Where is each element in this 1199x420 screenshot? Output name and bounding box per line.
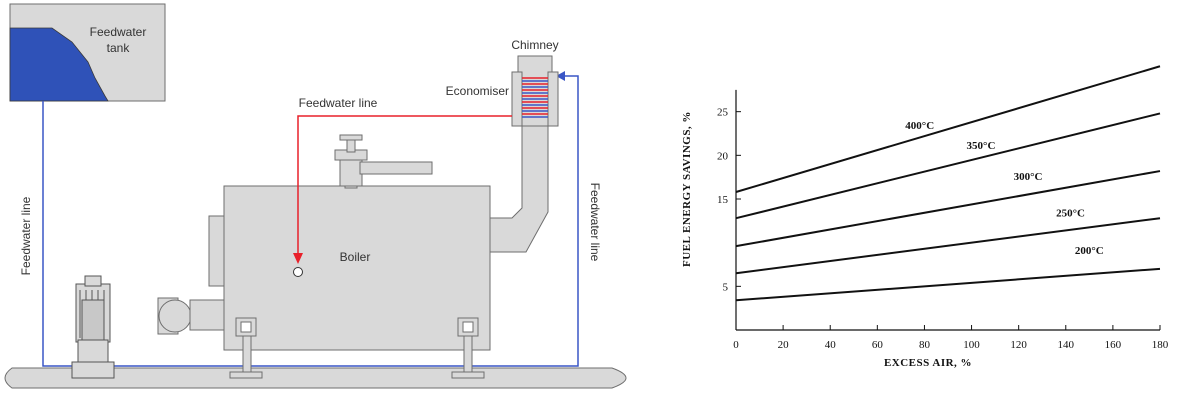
feedwater-inlet-point <box>293 267 303 277</box>
steam-valve <box>334 134 433 189</box>
boiler-schematic: Feedwater tank <box>4 3 627 389</box>
feed-pump <box>71 275 115 379</box>
series-label: 300°C <box>1014 171 1043 183</box>
x-tick-label: 160 <box>1105 339 1122 351</box>
chart-series-labels: 400°C 350°C 300°C 250°C 200°C <box>905 120 1103 257</box>
series-label: 250°C <box>1056 207 1085 219</box>
y-tick-label: 15 <box>717 194 729 206</box>
x-tick-label: 40 <box>825 339 837 351</box>
x-tick-label: 20 <box>778 339 790 351</box>
x-tick-label: 180 <box>1152 339 1169 351</box>
boiler-body <box>157 185 491 379</box>
y-tick-label: 20 <box>717 150 729 162</box>
x-axis-title: EXCESS AIR, % <box>884 357 972 369</box>
series-line <box>735 217 1161 275</box>
feedwater-tank-label-line2: tank <box>107 41 131 55</box>
series-line <box>735 65 1161 193</box>
hot-feedwater-line <box>297 115 512 256</box>
y-tick-label: 25 <box>717 107 729 119</box>
x-tick-label: 80 <box>919 339 931 351</box>
flow-arrow-economiser-inlet <box>556 71 565 81</box>
x-tick-label: 100 <box>963 339 980 351</box>
x-tick-label: 140 <box>1058 339 1075 351</box>
economiser <box>511 71 559 127</box>
chimney-label: Chimney <box>511 38 558 52</box>
feedwater-line-left-label: Feedwater line <box>19 196 33 275</box>
chart-series <box>735 65 1161 302</box>
economiser-label: Economiser <box>446 84 509 98</box>
series-line <box>735 112 1161 220</box>
series-line <box>735 267 1161 302</box>
feedwater-tank-label-line1: Feedwater <box>90 25 147 39</box>
fuel-savings-chart: 0 20 40 60 80 100 120 140 160 180 5 15 20 25 400°C 350… <box>681 65 1169 369</box>
series-line <box>735 170 1161 248</box>
feedwater-line-top-label: Feedwater line <box>299 96 378 110</box>
x-tick-label: 0 <box>733 339 739 351</box>
chart-axes <box>735 89 1160 331</box>
boiler-label: Boiler <box>340 250 371 264</box>
chart-ticks: 0 20 40 60 80 100 120 140 160 180 5 15 20 25 <box>717 107 1169 351</box>
y-tick-label: 5 <box>723 281 729 293</box>
x-tick-label: 60 <box>872 339 884 351</box>
x-tick-label: 120 <box>1010 339 1027 351</box>
feedwater-tank: Feedwater tank <box>9 3 166 102</box>
flow-arrow-boiler-inlet <box>293 253 303 264</box>
y-axis-title: FUEL ENERGY SAVINGS, % <box>681 111 693 267</box>
cold-feedwater-line <box>42 75 579 367</box>
series-label: 400°C <box>905 120 934 132</box>
series-label: 200°C <box>1075 245 1104 257</box>
series-label: 350°C <box>967 140 996 152</box>
feedwater-line-right-label: Feedwater line <box>588 183 602 262</box>
